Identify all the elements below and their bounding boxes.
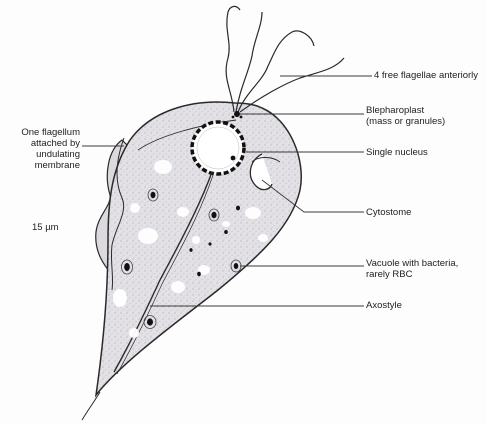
- label-nucleus: Single nucleus: [366, 147, 428, 158]
- flagellum-2: [236, 12, 262, 112]
- trailing-flagellum: [82, 392, 100, 420]
- flagellum-1: [226, 6, 240, 112]
- nucleolus: [231, 156, 236, 161]
- flagellum-3: [238, 31, 314, 112]
- label-undulating-membrane: One flagellum attached by undulating mem…: [0, 127, 80, 171]
- label-axostyle: Axostyle: [366, 300, 402, 311]
- blepharoplast: [234, 111, 240, 117]
- label-vacuole: Vacuole with bacteria, rarely RBC: [366, 258, 458, 280]
- scale-label: 15 µm: [32, 222, 59, 233]
- label-flagellae: 4 free flagellae anteriorly: [374, 70, 478, 81]
- label-blepharoplast: Blepharoplast (mass or granules): [366, 105, 445, 127]
- label-cytostome: Cytostome: [366, 207, 411, 218]
